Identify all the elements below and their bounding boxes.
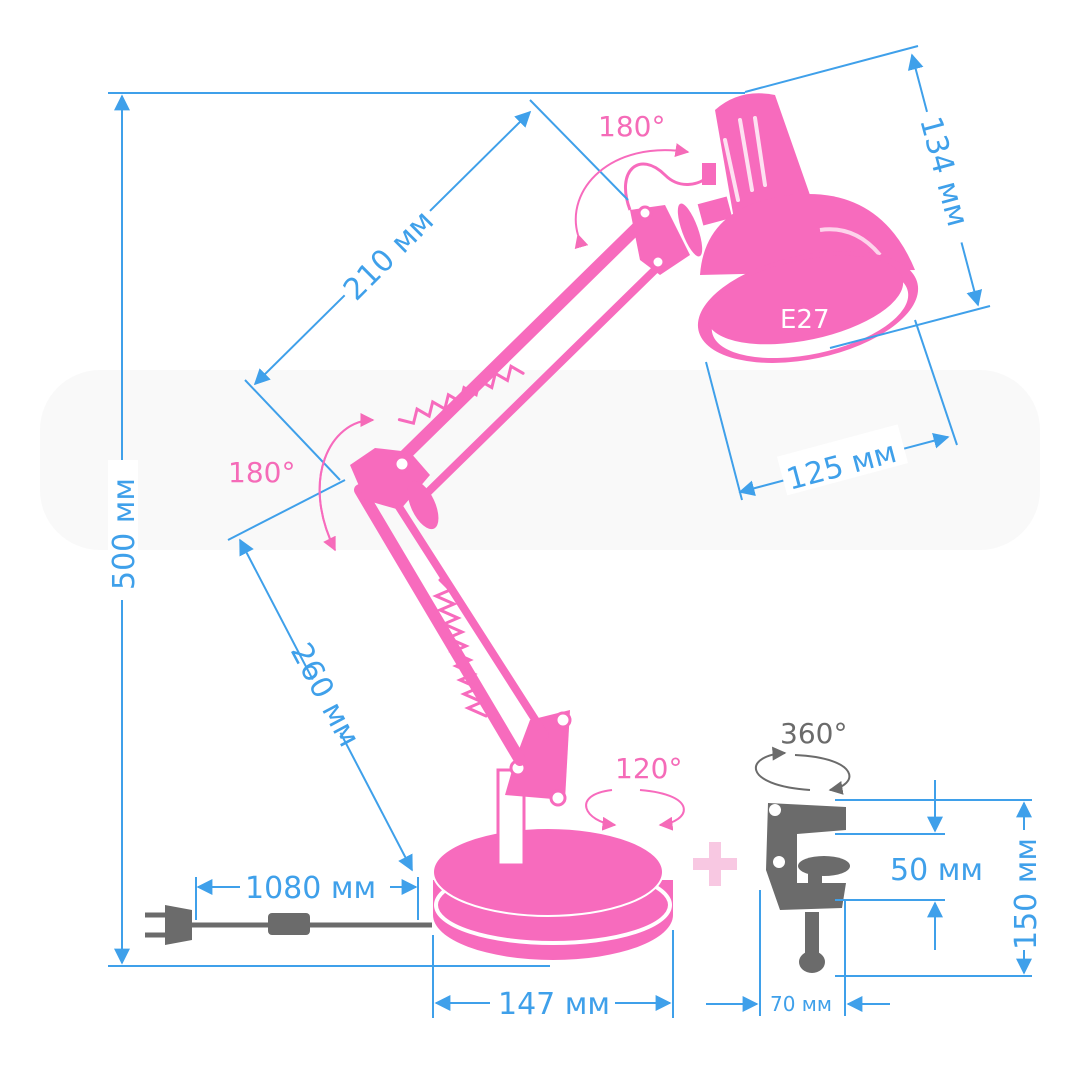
plus-icon [693, 842, 737, 886]
dim-lower-arm-260: 260 мм [227, 479, 413, 872]
dim-height-500: 500 мм [107, 92, 745, 967]
head-angle-label: 180° [598, 110, 665, 143]
power-cord [145, 905, 432, 945]
lower-arm [354, 481, 549, 766]
angle-elbow: 180° [228, 413, 375, 552]
angle-clamp: 360° [755, 717, 851, 795]
switch-icon [268, 913, 310, 935]
lamp-base [432, 827, 673, 960]
clamp-angle-label: 360° [780, 717, 847, 750]
angle-head: 180° [574, 110, 690, 250]
clamp-opening-label: 50 мм [890, 853, 983, 888]
socket-label: E27 [780, 305, 830, 335]
height-label: 500 мм [107, 478, 142, 590]
watermark [40, 370, 1040, 550]
dim-cord-1080: 1080 мм [195, 868, 419, 920]
clamp-height-label: 150 мм [1009, 838, 1044, 950]
base-angle-label: 120° [615, 752, 682, 785]
elbow-joint [350, 448, 439, 530]
elbow-angle-label: 180° [228, 456, 295, 489]
dim-clamp-50: 50 мм [835, 780, 1032, 950]
table-clamp [766, 803, 850, 973]
lamp-stem [496, 710, 572, 867]
lamp-shade: E27 [697, 93, 919, 363]
cord-length-label: 1080 мм [245, 871, 376, 906]
dim-base-147: 147 мм [432, 930, 674, 1022]
dim-clamp-150: 150 мм [835, 801, 1044, 977]
dim-clamp-70: 70 мм [706, 890, 890, 1016]
angle-base: 120° [585, 752, 685, 831]
plug-icon [165, 905, 192, 945]
base-diameter-label: 147 мм [498, 987, 610, 1022]
clamp-width-label: 70 мм [770, 992, 832, 1016]
